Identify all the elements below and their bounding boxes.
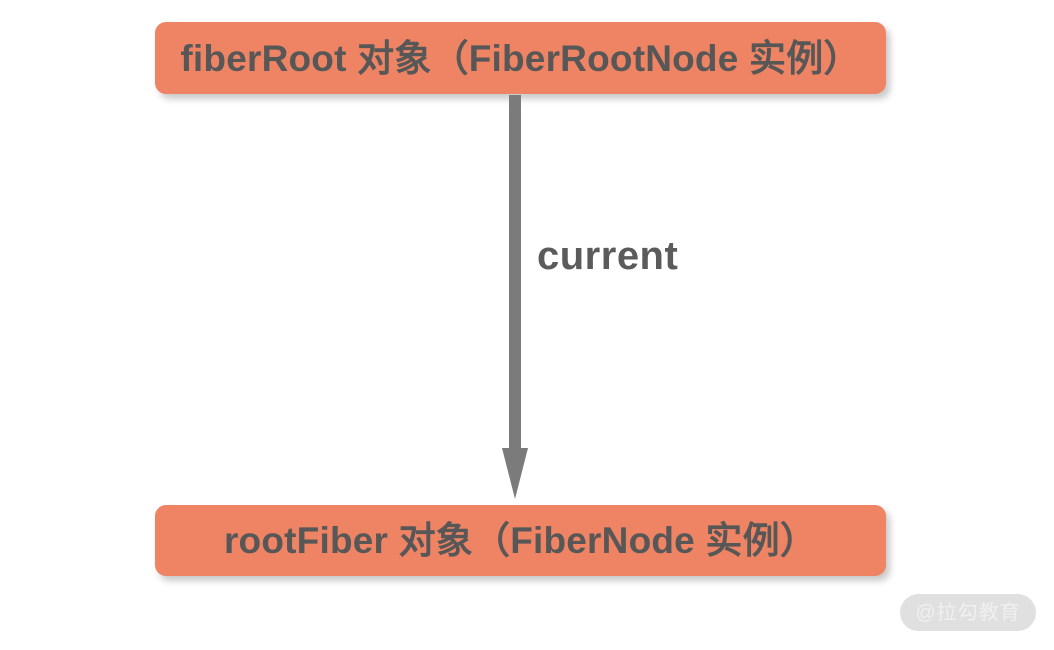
arrow-head-icon — [502, 448, 528, 499]
watermark-badge: @拉勾教育 — [900, 594, 1036, 631]
node-fiberroot[interactable]: fiberRoot 对象（FiberRootNode 实例） — [155, 22, 886, 94]
watermark-text: @拉勾教育 — [915, 601, 1021, 624]
arrow-shaft — [509, 95, 521, 451]
arrow-shape — [502, 95, 528, 499]
node-rootfiber[interactable]: rootFiber 对象（FiberNode 实例） — [155, 505, 886, 576]
node-fiberroot-label: fiberRoot 对象（FiberRootNode 实例） — [180, 37, 861, 79]
current-arrow — [500, 95, 530, 501]
node-rootfiber-label: rootFiber 对象（FiberNode 实例） — [223, 520, 818, 561]
edge-label-current: current — [537, 234, 679, 278]
